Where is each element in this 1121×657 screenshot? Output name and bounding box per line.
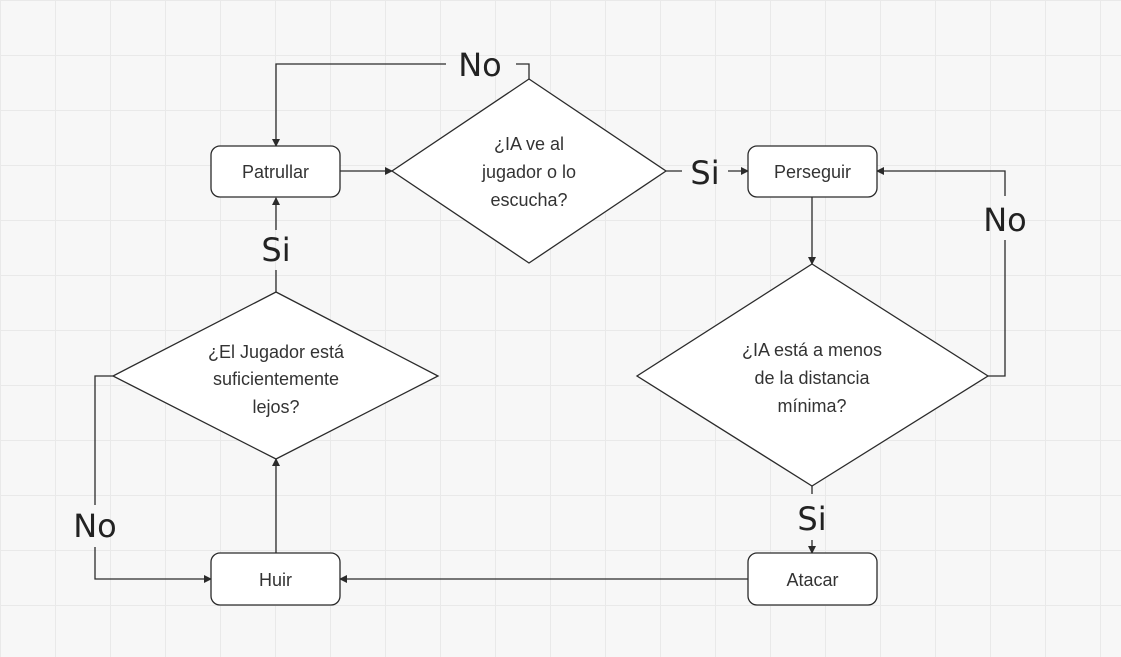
label-ve-no: No bbox=[458, 46, 502, 84]
node-perseguir[interactable]: Perseguir bbox=[747, 145, 878, 198]
node-atacar[interactable]: Atacar bbox=[747, 552, 878, 606]
node-perseguir-label: Perseguir bbox=[774, 162, 851, 182]
edge-labels: No Si No Si Si No bbox=[73, 46, 1027, 545]
node-huir-label: Huir bbox=[259, 570, 292, 590]
decision-ve-jugador[interactable]: ¿IA ve al jugador o lo escucha? bbox=[390, 78, 668, 264]
label-distancia-si: Si bbox=[797, 500, 826, 538]
decision-ve-jugador-line-1: ¿IA ve al bbox=[494, 134, 564, 154]
label-lejos-si: Si bbox=[261, 231, 290, 269]
decision-distancia-line-2: de la distancia bbox=[754, 368, 870, 388]
decision-distancia-line-3: mínima? bbox=[777, 396, 846, 416]
edges bbox=[94, 63, 1006, 579]
edge-decision-lejos-no-to-huir bbox=[94, 375, 211, 579]
decision-jugador-lejos-line-3: lejos? bbox=[252, 397, 299, 417]
node-patrullar[interactable]: Patrullar bbox=[210, 145, 341, 198]
node-huir[interactable]: Huir bbox=[210, 552, 341, 606]
decision-jugador-lejos-line-2: suficientemente bbox=[213, 369, 339, 389]
label-distancia-no: No bbox=[983, 201, 1027, 239]
decision-distancia[interactable]: ¿IA está a menos de la distancia mínima? bbox=[635, 263, 990, 487]
decision-distancia-line-1: ¿IA está a menos bbox=[742, 340, 882, 360]
decision-jugador-lejos[interactable]: ¿El Jugador está suficientemente lejos? bbox=[111, 291, 440, 460]
decision-ve-jugador-line-2: jugador o lo bbox=[481, 162, 576, 182]
edge-decision-ve-no-to-patrullar bbox=[276, 63, 530, 146]
label-ve-si: Si bbox=[690, 154, 719, 192]
decision-ve-jugador-line-3: escucha? bbox=[490, 190, 567, 210]
decision-jugador-lejos-line-1: ¿El Jugador está bbox=[208, 342, 345, 362]
node-atacar-label: Atacar bbox=[786, 570, 838, 590]
node-patrullar-label: Patrullar bbox=[242, 162, 309, 182]
edge-decision-distancia-no-to-perseguir bbox=[877, 171, 1006, 377]
label-lejos-no: No bbox=[73, 507, 117, 545]
